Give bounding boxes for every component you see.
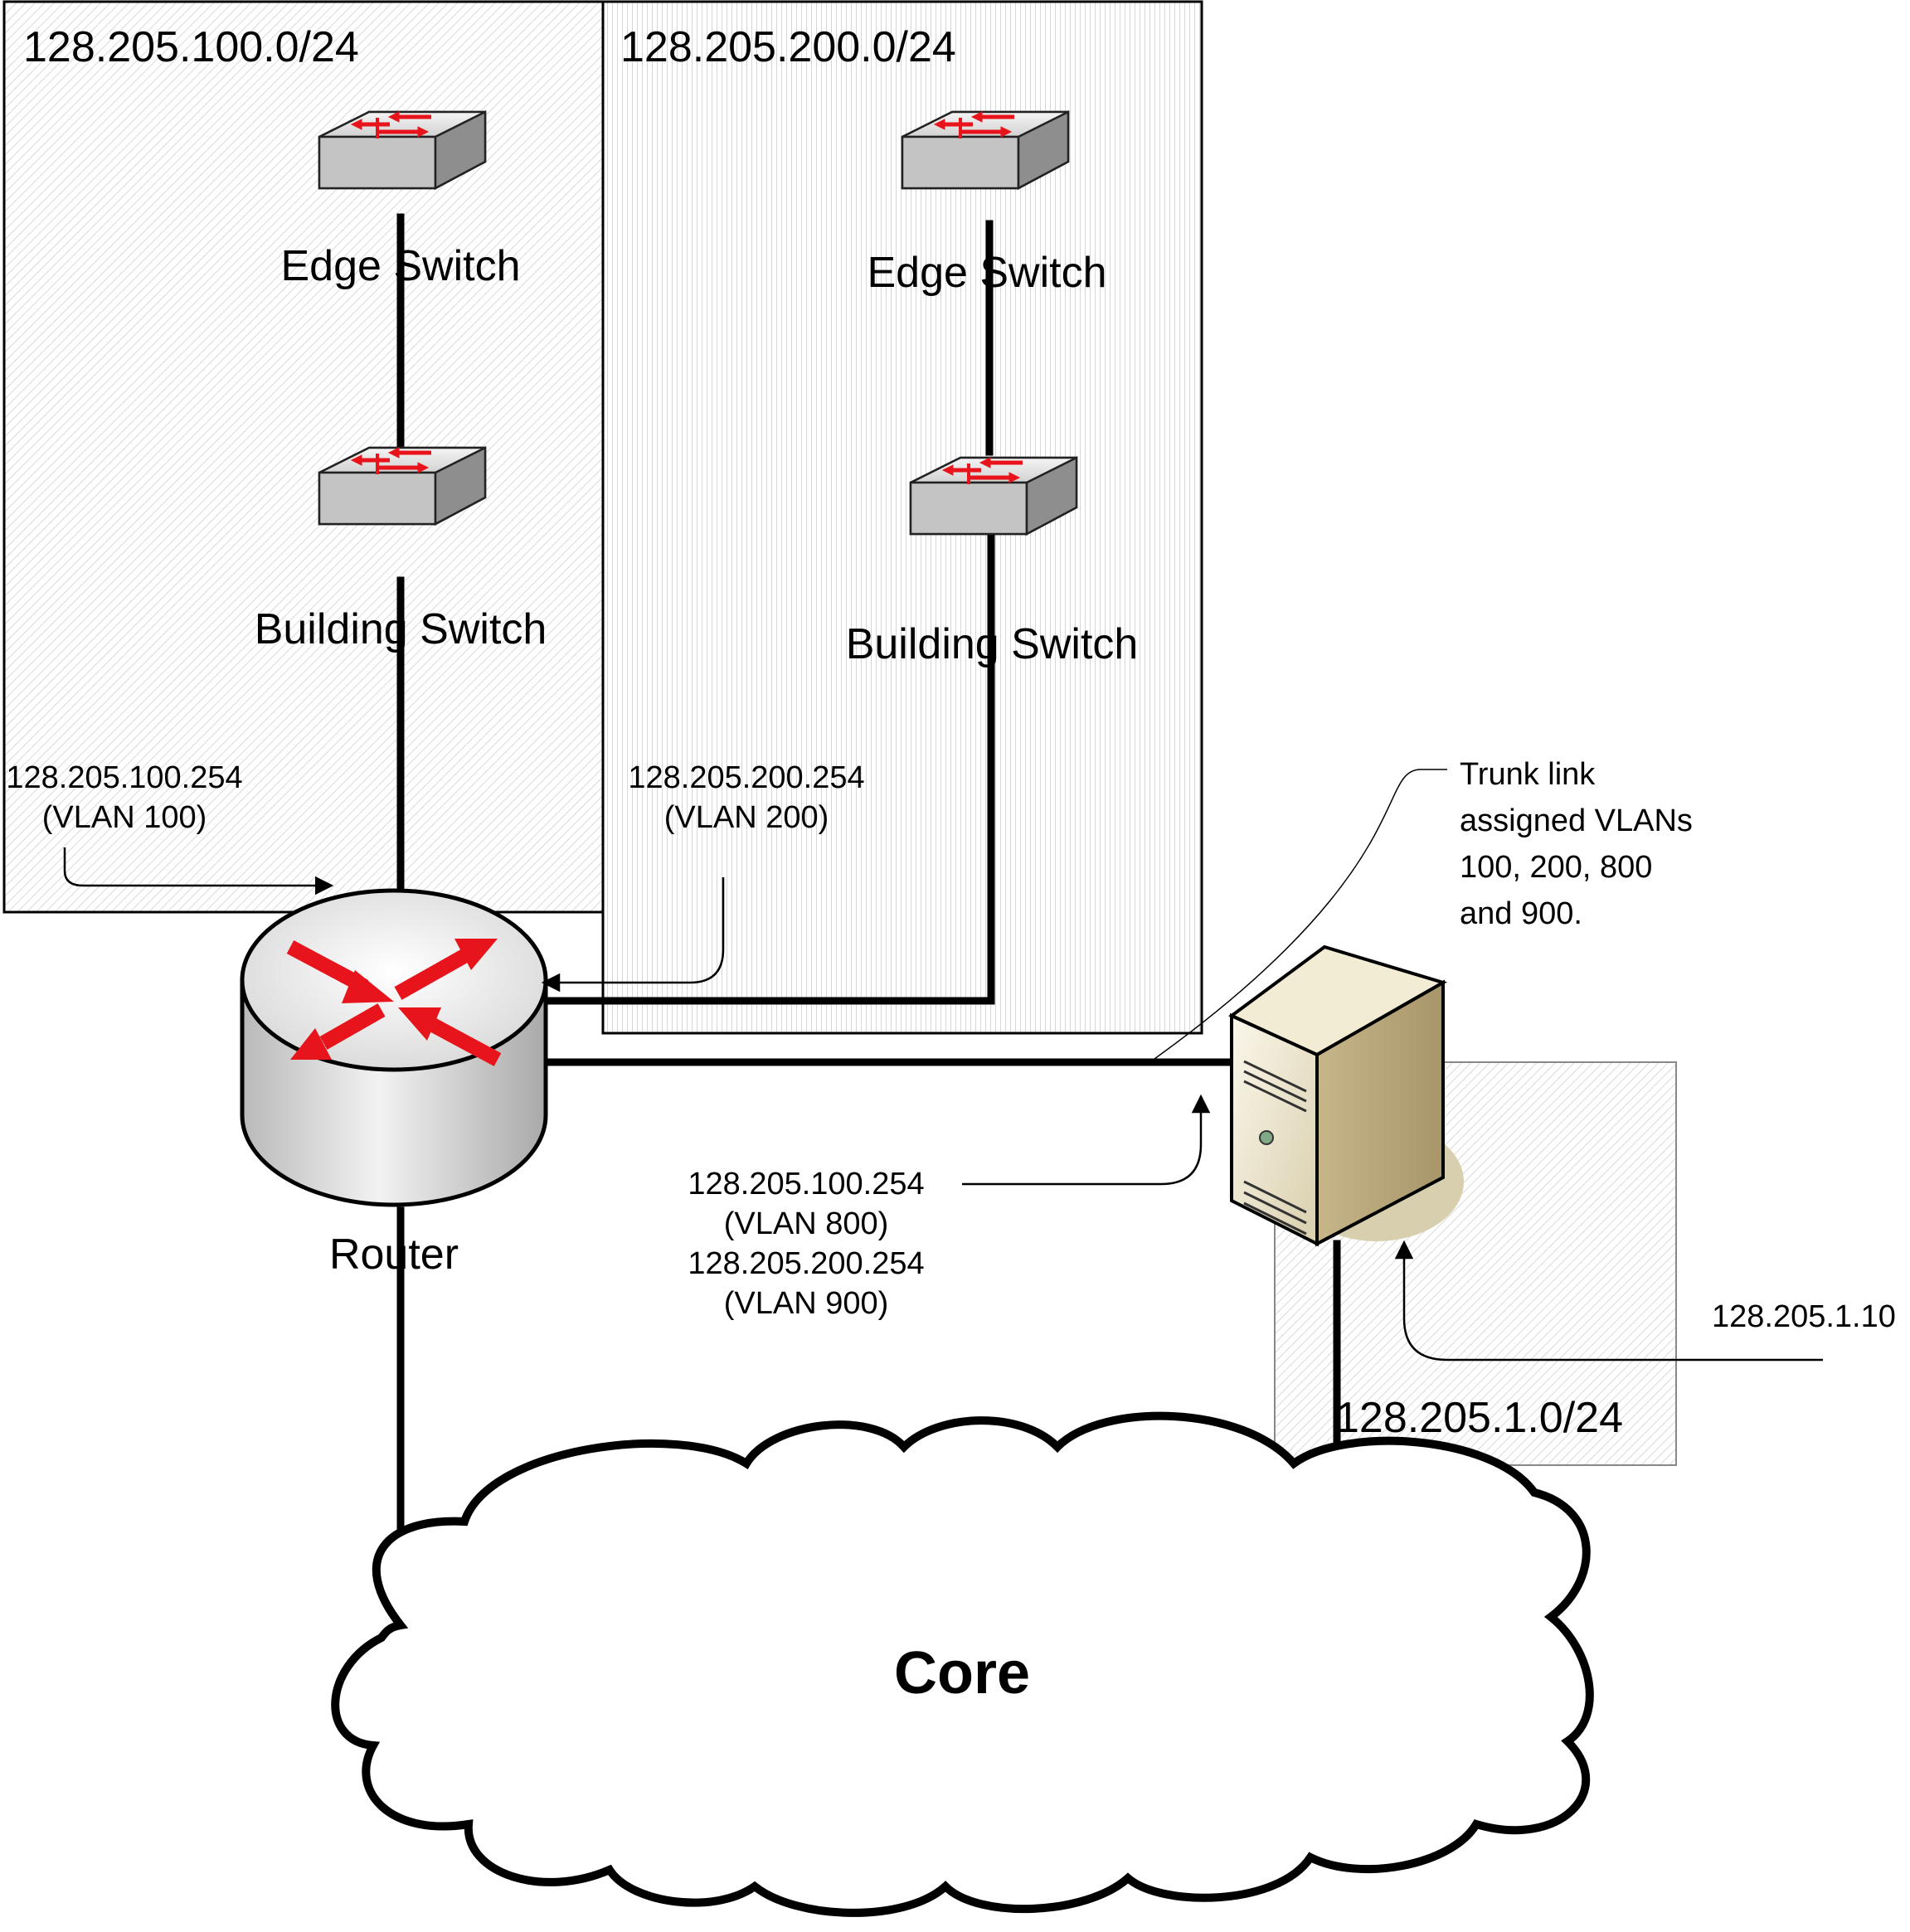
core-label: Core <box>894 1640 1030 1706</box>
building2-router-link <box>542 518 995 1005</box>
router-icon <box>240 888 548 1207</box>
edge-switch-1-label: Edge Switch <box>280 242 520 290</box>
server-subnet-label: 128.205.1.0/24 <box>1335 1394 1623 1442</box>
cloud-icon <box>331 1411 1594 1917</box>
trunk-note-line3: 100, 200, 800 <box>1460 850 1652 885</box>
gw100-ip-label: 128.205.100.254 <box>6 760 242 795</box>
srv-subif-pointer-arrow <box>962 1094 1211 1186</box>
building-switch-1-label: Building Switch <box>255 605 547 653</box>
router-label: Router <box>329 1231 459 1279</box>
srv-vlan2-label: (VLAN 900) <box>724 1286 889 1321</box>
vlan200-subnet-label: 128.205.200.0/24 <box>620 23 956 71</box>
srv-ip2-label: 128.205.200.254 <box>688 1246 924 1281</box>
srv-vlan1-label: (VLAN 800) <box>724 1206 889 1241</box>
gw200-vlan-label: (VLAN 200) <box>664 800 829 835</box>
trunk-callout-line <box>1148 769 1447 1064</box>
edge-switch-2-label: Edge Switch <box>867 249 1106 297</box>
building-switch-2-label: Building Switch <box>846 620 1139 668</box>
srv-ip1-label: 128.205.100.254 <box>688 1167 924 1201</box>
gw100-vlan-label: (VLAN 100) <box>42 800 207 835</box>
server-icon <box>1228 944 1464 1247</box>
trunk-note-line4: and 900. <box>1460 896 1582 931</box>
gw200-ip-label: 128.205.200.254 <box>628 760 864 795</box>
gw100-pointer-arrow <box>63 847 334 896</box>
vlan100-subnet-region <box>2 0 607 914</box>
trunk-note-line2: assigned VLANs <box>1460 803 1693 838</box>
trunk-note-line1: Trunk link <box>1460 757 1596 792</box>
server-ip-label: 128.205.1.10 <box>1712 1299 1896 1334</box>
vlan100-subnet-label: 128.205.100.0/24 <box>23 23 359 71</box>
gw200-pointer-arrow <box>541 877 725 993</box>
server-ip-pointer-arrow <box>1394 1240 1823 1362</box>
